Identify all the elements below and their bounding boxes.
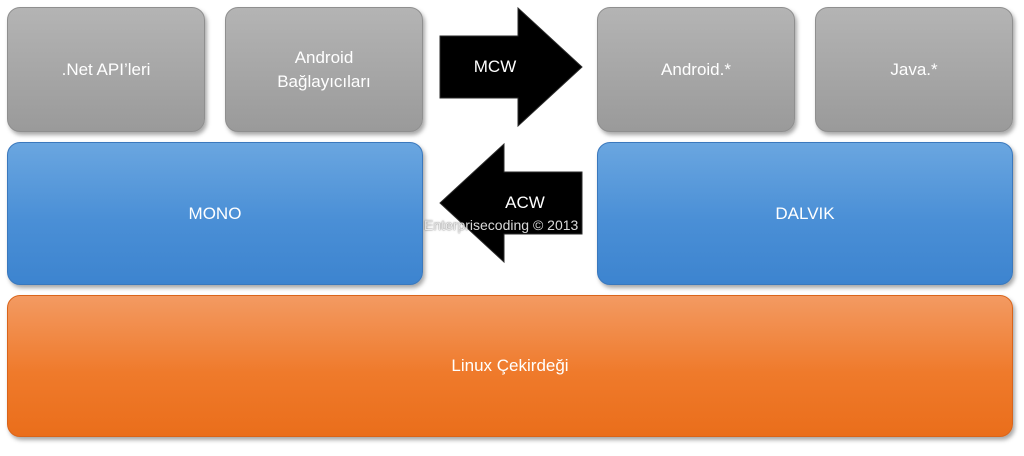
android-package-label: Android.* <box>661 59 731 79</box>
dalvik-label: DALVIK <box>775 203 835 223</box>
watermark-text: Enterprisecoding © 2013 <box>424 217 579 233</box>
dalvik-box: DALVIK <box>597 142 1013 285</box>
android-bindings-box: Android Bağlayıcıları <box>225 7 423 132</box>
acw-arrow <box>439 142 583 264</box>
mono-box: MONO <box>7 142 423 285</box>
mcw-label: MCW <box>473 57 517 76</box>
java-package-box: Java.* <box>815 7 1013 132</box>
android-package-box: Android.* <box>597 7 795 132</box>
mono-label: MONO <box>188 203 242 223</box>
mcw-arrow-shape <box>439 6 583 128</box>
net-api-label: .Net API’leri <box>61 59 151 79</box>
linux-kernel-box: Linux Çekirdeği <box>7 295 1013 437</box>
linux-kernel-label: Linux Çekirdeği <box>451 356 569 375</box>
acw-arrow-shape <box>439 142 583 264</box>
acw-label: ACW <box>505 193 545 212</box>
net-api-box: .Net API’leri <box>7 7 205 132</box>
java-package-label: Java.* <box>890 59 938 79</box>
android-bindings-label: Android Bağlayıcıları <box>277 47 371 91</box>
mcw-arrow <box>439 6 583 128</box>
